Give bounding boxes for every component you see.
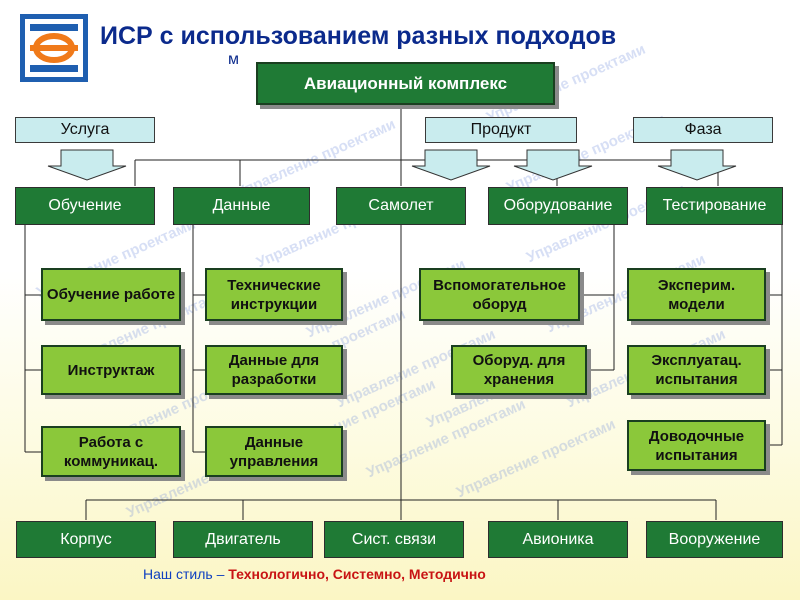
footer-prefix: Наш стиль – [143,566,229,582]
arrow-faza [657,149,737,181]
node-vspomogatelnoe-oborud: Вспомогательное оборуд [419,268,580,321]
node-dannye-upravleniya: Данные управления [205,426,343,477]
node-rabota-s-kommunikac: Работа с коммуникац. [41,426,181,477]
node-dvigatel: Двигатель [173,521,313,558]
root-node: Авиационный комплекс [256,62,555,105]
node-dannye: Данные [173,187,310,225]
node-avionika: Авионика [488,521,628,558]
page-title: ИСР с использованием разных подходов [100,22,617,50]
node-testirovanie: Тестирование [646,187,783,225]
footer-emphasis: Технологично, Системно, Методично [228,566,486,582]
subtitle-fragment: м [228,51,239,68]
node-oborud-dlya-khraneniya: Оборуд. для хранения [451,345,587,395]
node-ekspluatac-ispytaniya: Эксплуатац. испытания [627,345,766,395]
node-samolet: Самолет [336,187,466,225]
node-tekhnicheskie-instrukcii: Технические инструкции [205,268,343,321]
company-logo [20,14,88,82]
node-dannye-dlya-razrabotki: Данные для разработки [205,345,343,395]
footer-tagline: Наш стиль – Технологично, Системно, Мето… [143,566,486,582]
arrow-produkt-left [411,149,491,181]
arrow-usluga [47,149,127,181]
node-dovodochnye-ispytaniya: Доводочные испытания [627,420,766,471]
node-obuchenie-rabote: Обучение работе [41,268,181,321]
node-korpus: Корпус [16,521,156,558]
node-obuchenie: Обучение [15,187,155,225]
category-produkt: Продукт [425,117,577,143]
category-usluga: Услуга [15,117,155,143]
node-oborudovanie: Оборудование [488,187,628,225]
node-vooruzhenie: Вооружение [646,521,783,558]
category-faza: Фаза [633,117,773,143]
node-sist-svyazi: Сист. связи [324,521,464,558]
node-instruktazh: Инструктаж [41,345,181,395]
arrow-produkt-right [513,149,593,181]
node-eksperim-modeli: Эксперим. модели [627,268,766,321]
